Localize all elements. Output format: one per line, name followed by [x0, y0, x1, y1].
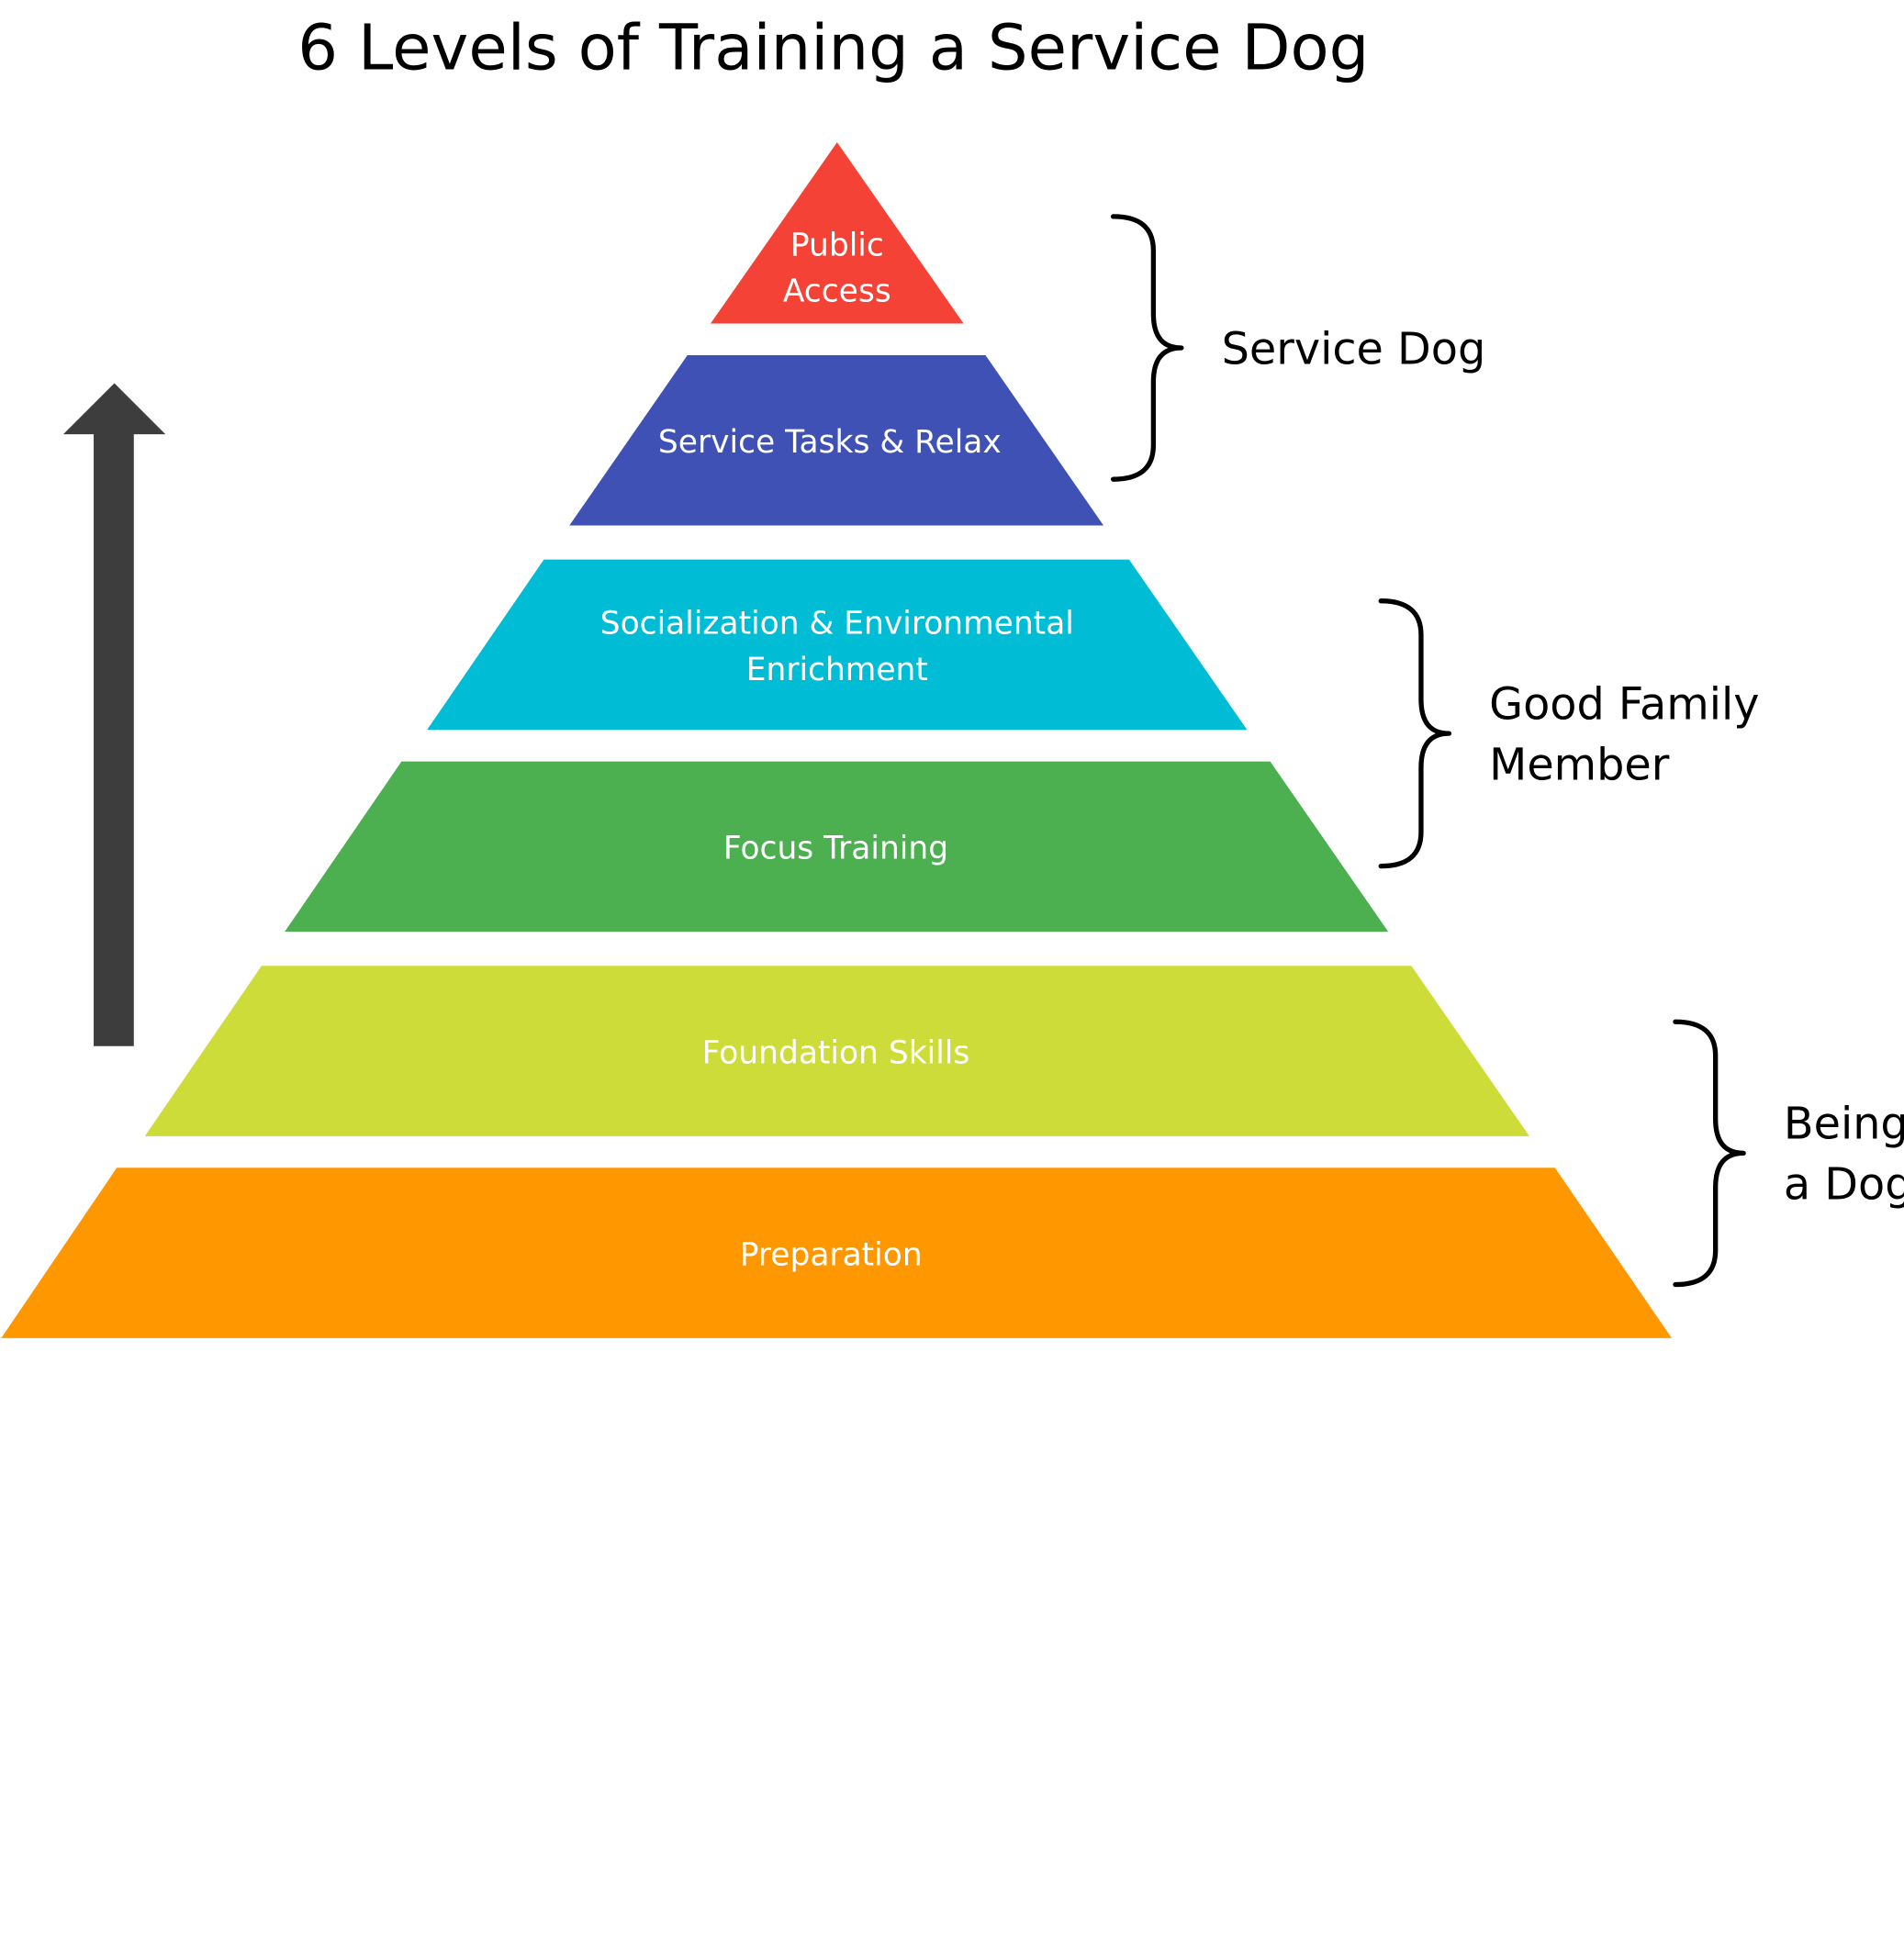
brace-service-dog-icon [1110, 214, 1184, 482]
group-braces [1110, 214, 1746, 1288]
level-label-preparation: Preparation [740, 1236, 923, 1273]
level-label-public-access-line2: Access [783, 274, 891, 310]
level-label-foundation-skills: Foundation Skills [702, 1034, 970, 1071]
group-label-being-a-dog-line2: a Dog [1784, 1160, 1904, 1211]
level-shape [285, 761, 1389, 933]
group-label-good-family-line2: Member [1489, 741, 1670, 791]
group-label-service-dog: Service Dog [1222, 324, 1486, 374]
arrow-up-icon [62, 383, 166, 1046]
diagram-title: 6 Levels of Training a Service Dog [297, 12, 1369, 85]
level-shape [569, 354, 1104, 526]
pyramid-levels [1, 142, 1672, 1338]
group-labels: Service Dog Good Family Member Being a D… [1222, 324, 1904, 1210]
group-label-being-a-dog-line1: Being [1784, 1099, 1904, 1149]
level-shape [427, 559, 1248, 731]
group-label-good-family-line1: Good Family [1489, 679, 1759, 730]
level-shape [710, 142, 964, 324]
brace-good-family-member-icon [1378, 598, 1452, 869]
level-labels: Public Access Service Tasks & Relax Soci… [600, 227, 1074, 1273]
level-label-focus-training: Focus Training [723, 831, 948, 867]
pyramid-diagram: 6 Levels of Training a Service Dog Publi… [1, 12, 1904, 1338]
level-label-service-tasks: Service Tasks & Relax [658, 424, 1002, 461]
level-shape [1, 1168, 1672, 1338]
brace-being-a-dog-icon [1673, 1019, 1746, 1288]
level-label-public-access-line1: Public [790, 227, 884, 263]
level-label-socialization-line2: Enrichment [746, 652, 928, 688]
level-label-socialization-line1: Socialization & Environmental [600, 605, 1074, 642]
level-shape [144, 966, 1529, 1136]
